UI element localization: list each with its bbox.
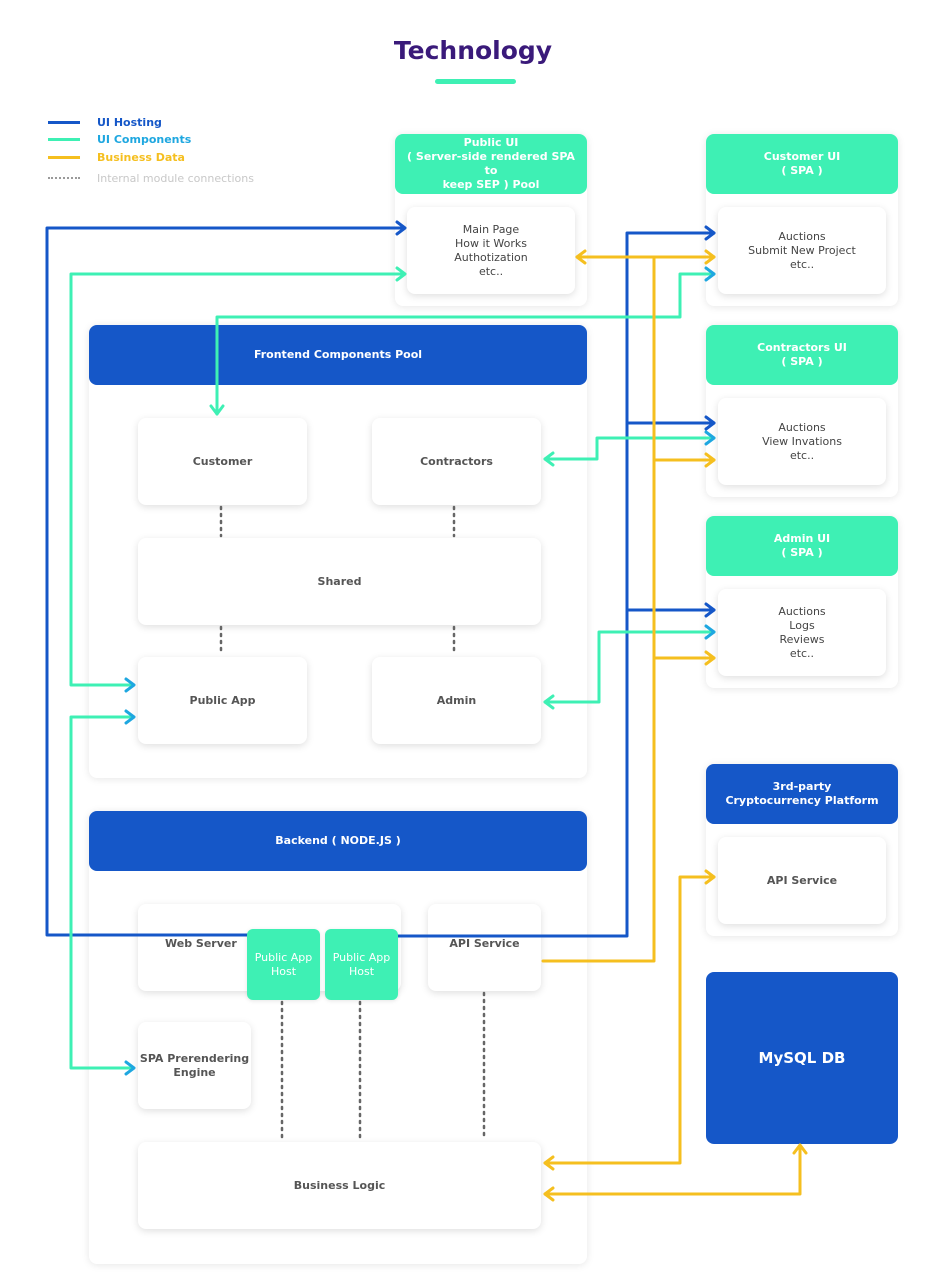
legend-label-business-data: Business Data <box>97 150 185 164</box>
contractors-ui-content: Auctions View Invations etc.. <box>718 398 886 485</box>
legend-label-ui-components: UI Components <box>97 132 192 146</box>
legend-business-data: Business Data <box>48 149 185 165</box>
shared-component: Shared <box>138 538 541 625</box>
public-ui-content: Main Page How it Works Authotization etc… <box>407 207 575 294</box>
business-data-connections <box>541 249 808 1202</box>
legend-swatch-ui-components <box>48 137 80 141</box>
crypto-platform-header: 3rd-party Cryptocurrency Platform <box>706 764 898 824</box>
public-app-host-2: Public App Host <box>325 929 398 1000</box>
contractors-component: Contractors <box>372 418 541 505</box>
ui-hosting-connections <box>45 220 716 938</box>
public-app-component: Public App <box>138 657 307 744</box>
public-ui-header: Public UI ( Server-side rendered SPA to … <box>395 134 587 194</box>
backend-api-service: API Service <box>428 904 541 991</box>
mysql-db: MySQL DB <box>706 972 898 1144</box>
legend-ui-components: UI Components <box>48 131 191 147</box>
contractors-ui-header: Contractors UI ( SPA ) <box>706 325 898 385</box>
internal-connections <box>219 505 486 1142</box>
customer-ui-content: Auctions Submit New Project etc.. <box>718 207 886 294</box>
admin-component: Admin <box>372 657 541 744</box>
customer-ui-header: Customer UI ( SPA ) <box>706 134 898 194</box>
crypto-api-service: API Service <box>718 837 886 924</box>
title-underline <box>435 79 516 84</box>
business-logic: Business Logic <box>138 1142 541 1229</box>
legend-ui-hosting: UI Hosting <box>48 114 162 130</box>
admin-ui-content: Auctions Logs Reviews etc.. <box>718 589 886 676</box>
public-app-host-1: Public App Host <box>247 929 320 1000</box>
legend-internal: Internal module connections <box>48 170 254 186</box>
legend-label-ui-hosting: UI Hosting <box>97 115 162 129</box>
admin-ui-header: Admin UI ( SPA ) <box>706 516 898 576</box>
legend-label-internal: Internal module connections <box>97 171 254 185</box>
page-title: Technology <box>393 36 553 65</box>
frontend-pool-header: Frontend Components Pool <box>89 325 587 385</box>
legend-swatch-internal <box>48 177 80 179</box>
legend-swatch-business-data <box>48 155 80 159</box>
ui-components-arrowheads <box>124 266 716 1076</box>
spa-prerendering-engine: SPA Prerendering Engine <box>138 1022 251 1109</box>
customer-component: Customer <box>138 418 307 505</box>
backend-header: Backend ( NODE.JS ) <box>89 811 587 871</box>
legend-swatch-ui-hosting <box>48 120 80 124</box>
